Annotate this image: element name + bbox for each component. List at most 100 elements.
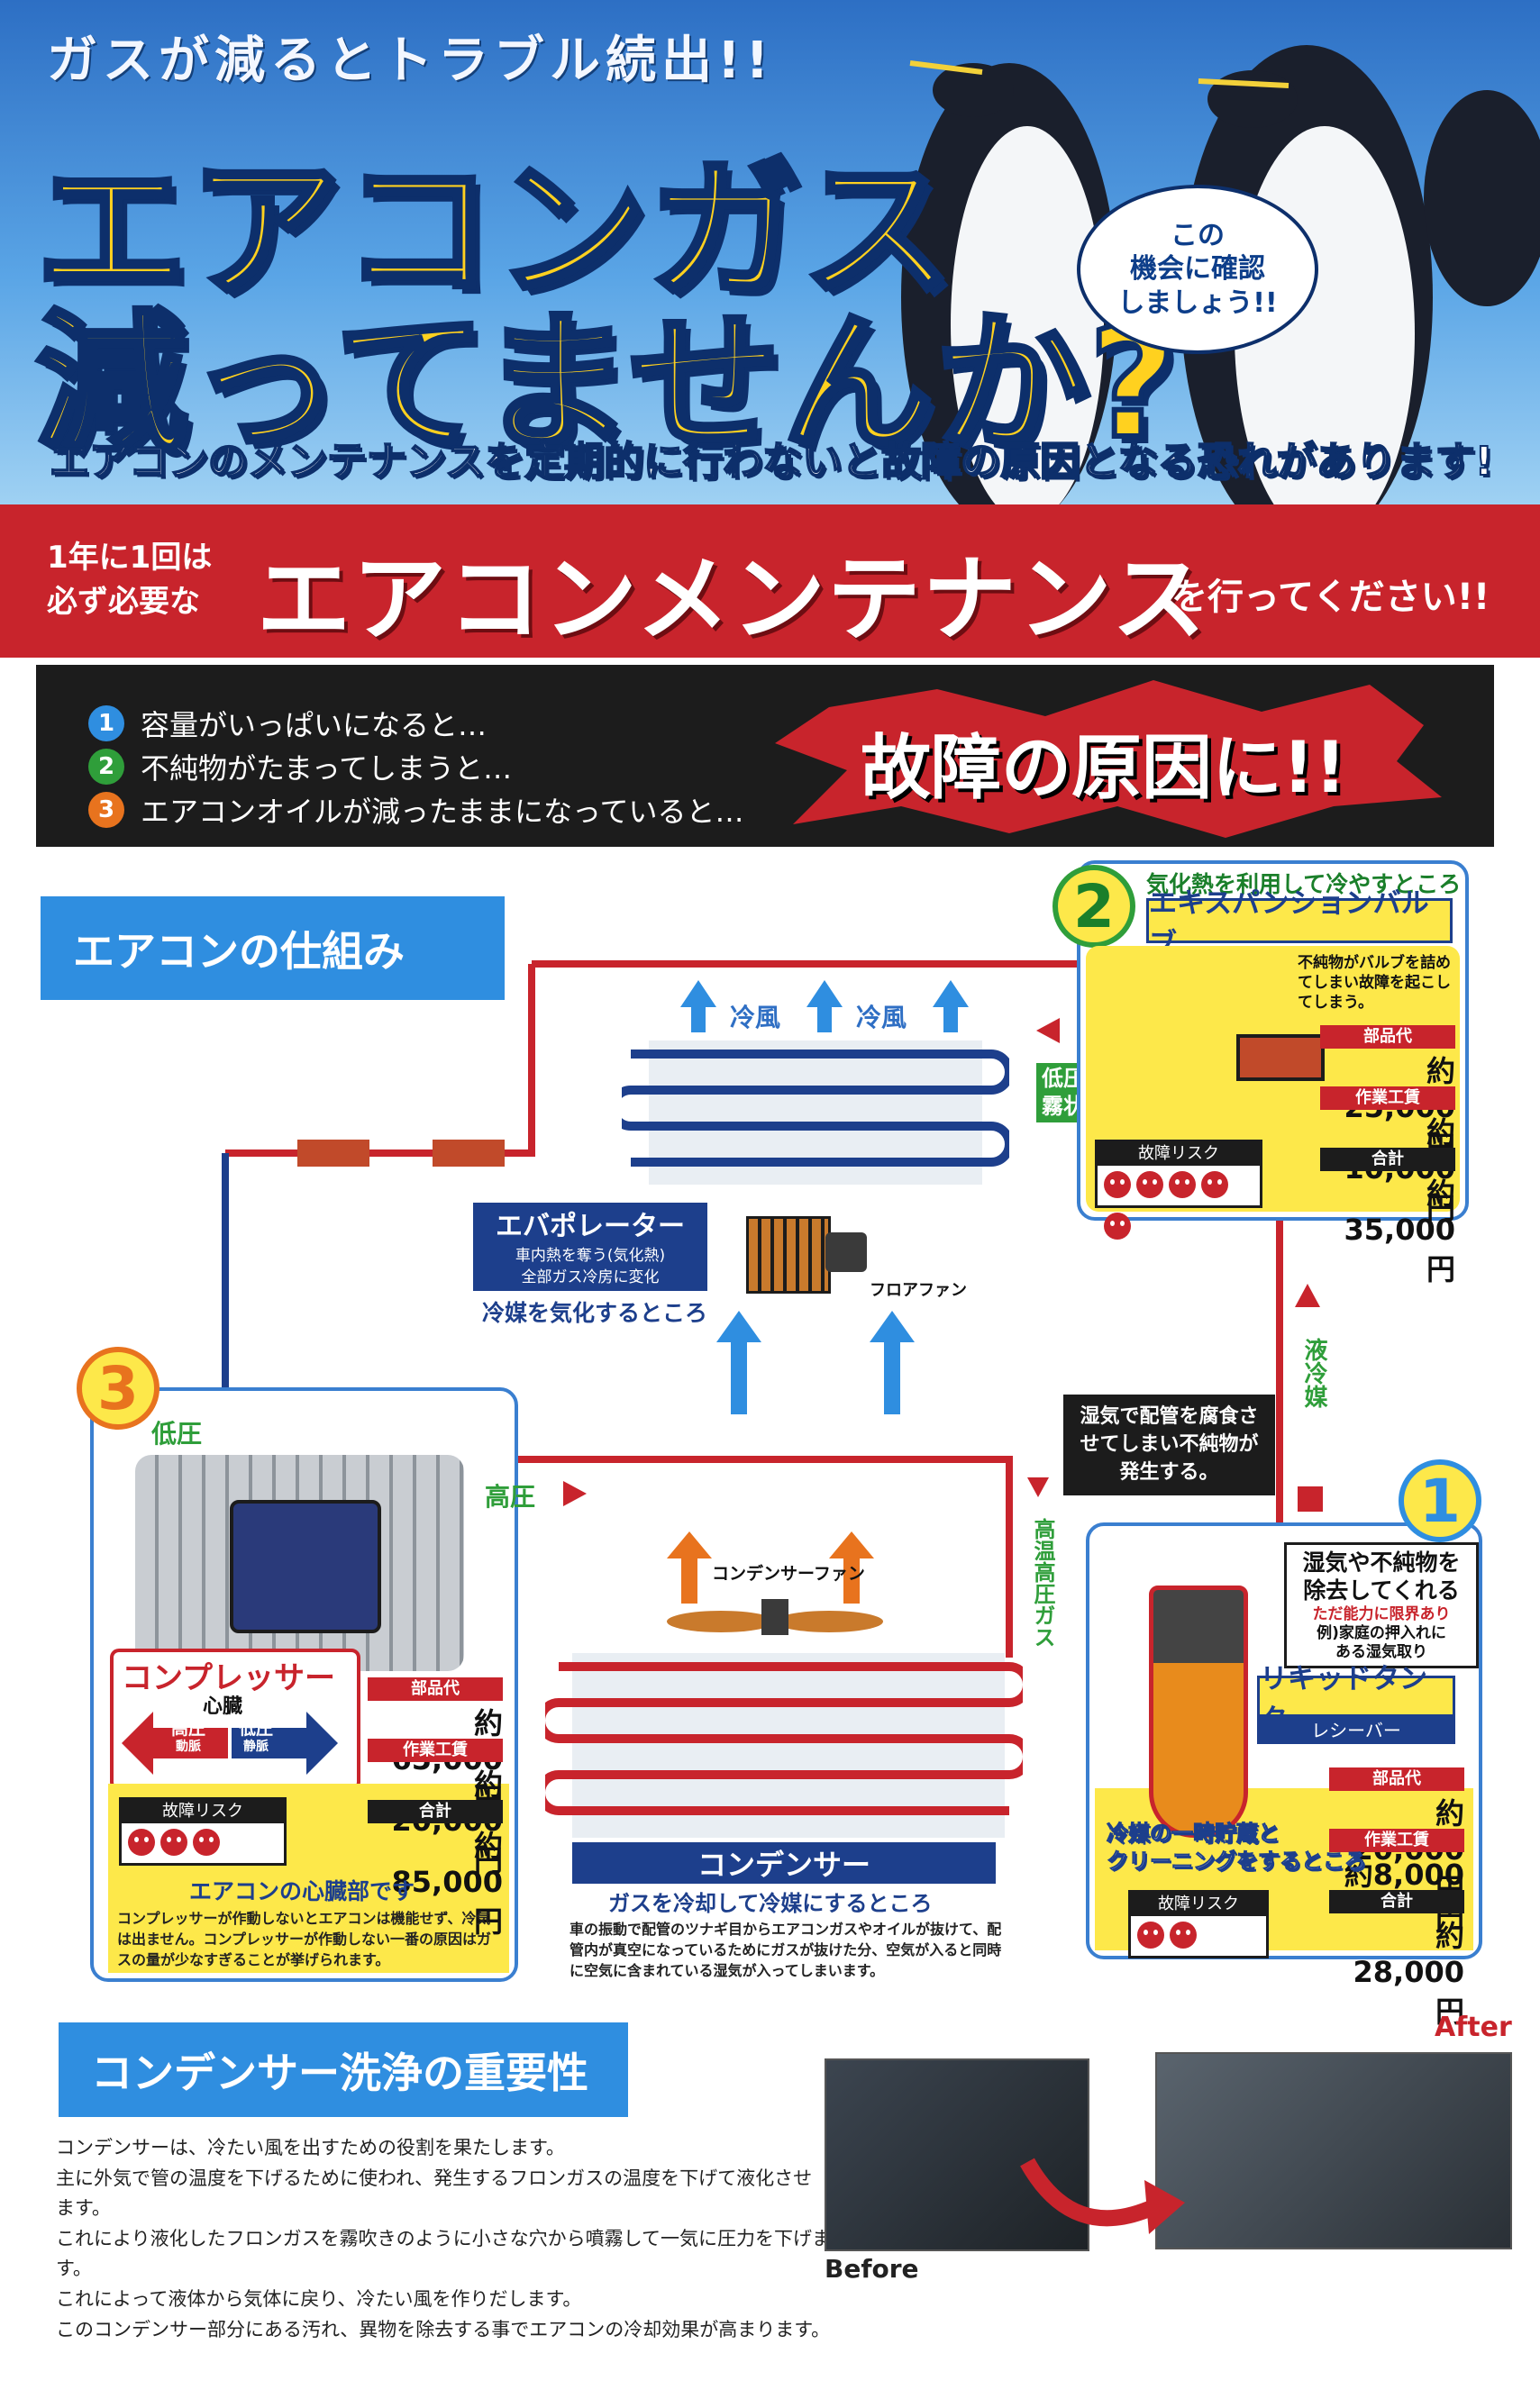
expansion-valve-header: 気化熱を利用して冷やすところ (1146, 871, 1462, 897)
compressor-risk: 故障リスク (119, 1797, 287, 1866)
liquid-tank-risk-skulls (1131, 1916, 1266, 1958)
condenser-name: コンデンサー (572, 1842, 996, 1884)
before-photo (825, 2058, 1089, 2251)
skull-icon (1136, 1171, 1163, 1198)
cold-air-label-2: 冷風 (856, 1003, 907, 1032)
cleaning-line-3: これにより液化したフロンガスを霧吹きのように小さな穴から噴霧して一気に圧力を下げ… (56, 2227, 831, 2280)
cause-text-2: 不純物がたまってしまうと… (141, 751, 513, 786)
header-subtitle: エアコンのメンテナンスを定期的に行わないと故障の原因となる恐れがあります! (49, 438, 1494, 486)
skull-icon (1170, 1922, 1197, 1949)
expansion-valve-risk: 故障リスク (1095, 1140, 1262, 1240)
diagram-section-title: エアコンの仕組み (41, 896, 505, 1000)
liquid-tank-note-line2: 除去してくれる (1303, 1577, 1460, 1604)
flow-arrow-down (1027, 1477, 1049, 1497)
maintenance-band (0, 504, 1540, 658)
expansion-valve-risk-label: 故障リスク (1098, 1142, 1260, 1166)
cause-text-1: 容量がいっぱいになると… (141, 708, 488, 742)
compressor-risk-label: 故障リスク (122, 1800, 284, 1823)
before-label: Before (825, 2254, 919, 2284)
expansion-valve-labor-label: 作業工賃 (1320, 1086, 1455, 1110)
skull-icon (1104, 1171, 1131, 1198)
liquid-tank-labor-label: 作業工賃 (1329, 1829, 1464, 1852)
flow-arrow-left (1036, 1018, 1060, 1043)
compressor-body (230, 1500, 381, 1633)
compressor-low: 低圧 静脈 (239, 1719, 273, 1755)
maintenance-band-title: エアコンメンテナンス (257, 544, 1207, 654)
evaporator-desc-line2: 全部ガス冷房に変化 (521, 1268, 660, 1286)
liquid-tank-sub: レシーバー (1257, 1717, 1455, 1744)
liquid-tank-icon (1149, 1586, 1248, 1838)
liquid-tank-total-label: 合計 (1329, 1890, 1464, 1913)
pressure-arrows (122, 1712, 338, 1775)
expansion-valve-parts-label: 部品代 (1320, 1025, 1455, 1049)
evaporator-caption: 冷媒を気化するところ (482, 1300, 708, 1326)
high-temp-gas-label: 高温高圧ガス (1030, 1518, 1055, 1648)
compressor-name: コンプレッサー (122, 1660, 335, 1696)
failure-cause-title: 故障の原因に!! (861, 728, 1347, 809)
expansion-valve-desc: 不純物がバルブを詰めてしまい故障を起こしてしまう。 (1298, 954, 1451, 1013)
compressor-high: 高圧 動脈 (171, 1719, 205, 1755)
cause-item-1: 1 容量がいっぱいになると… (88, 703, 487, 744)
skull-icon (128, 1829, 155, 1856)
cause-number-2: 2 (88, 749, 124, 785)
liquid-tank-note-line1: 湿気や不純物を (1302, 1549, 1461, 1576)
compressor-number: 3 (77, 1347, 159, 1430)
liquid-tank-risk: 故障リスク (1128, 1890, 1269, 1958)
flow-arrow-right (563, 1481, 587, 1506)
cause-item-3: 3 エアコンオイルが減ったままになっていると… (88, 789, 743, 831)
expansion-valve-number: 2 (1052, 865, 1135, 948)
compressor-high-sub: 動脈 (176, 1739, 201, 1754)
liquid-refrigerant-label: 液冷媒 (1300, 1338, 1327, 1408)
compressor-total-label: 合計 (368, 1800, 503, 1823)
header-banner: ガスが減るとトラブル続出!! エアコンガス 減ってませんか? この 機会に確認 … (0, 0, 1540, 504)
cleaning-text: コンデンサーは、冷たい風を出すための役割を果たします。 主に外気で管の温度を下げ… (56, 2133, 831, 2345)
expansion-valve-risk-skulls (1098, 1166, 1260, 1249)
floor-fan-label: フロアファン (870, 1281, 967, 1300)
cleaning-line-1: コンデンサーは、冷たい風を出すための役割を果たします。 (56, 2137, 565, 2158)
liquid-tank-risk-label: 故障リスク (1131, 1893, 1266, 1916)
maintenance-band-small-line2: 必ず必要な (47, 584, 200, 621)
liquid-tank-caption-line2: クリーニングをするところ (1107, 1849, 1367, 1875)
warm-air-arrows (716, 1311, 915, 1414)
compressor-low-text: 低圧 (239, 1719, 274, 1739)
cleaning-section-title: コンデンサー洗浄の重要性 (59, 2022, 628, 2117)
liquid-tank-total-price: 約28,000円 (1353, 1919, 1464, 2029)
evaporator-desc: 車内熱を奪う(気化熱) 全部ガス冷房に変化 (473, 1244, 707, 1291)
compressor-risk-skulls (122, 1823, 284, 1865)
skull-icon (160, 1829, 187, 1856)
expansion-valve-name: エキスパンションバルブ (1146, 887, 1453, 960)
header-title-line1: エアコンガス (33, 140, 956, 322)
floor-fan-icon (746, 1216, 831, 1294)
evaporator-name: エバポレーター (473, 1203, 707, 1244)
maintenance-band-tail: を行ってください!! (1171, 577, 1490, 618)
compressor-low-sub: 静脈 (243, 1739, 269, 1754)
evaporator-desc-line1: 車内熱を奪う(気化熱) (515, 1247, 666, 1265)
condenser-caption: ガスを冷却して冷媒にするところ (608, 1891, 933, 1916)
cleaning-line-2: 主に外気で管の温度を下げるために使われ、発生するフロンガスの温度を下げて液化させ… (56, 2167, 813, 2220)
liquid-tank-note-example2: ある湿気取り (1335, 1643, 1427, 1661)
compressor-labor-label: 作業工賃 (368, 1739, 503, 1762)
after-label: After (1435, 2012, 1512, 2043)
expansion-valve-icon (1236, 1034, 1325, 1081)
skull-icon (1169, 1171, 1196, 1198)
condenser-fan-icon (667, 1599, 883, 1635)
expansion-valve-total-price: 約35,000円 (1344, 1177, 1455, 1286)
fan-motor-icon (825, 1232, 867, 1272)
corrosion-note: 湿気で配管を腐食させてしまい不純物が発生する。 (1063, 1395, 1275, 1496)
burst-shape (775, 680, 1442, 838)
header-title-line2: 減ってませんか? (33, 293, 1180, 475)
high-pressure-label: 高圧 (485, 1482, 536, 1512)
maintenance-band-small-line1: 1年に1回は (47, 540, 213, 576)
liquid-tank-caption-line1: 冷媒の一時貯蔵と (1107, 1820, 1280, 1846)
maintenance-band-small: 1年に1回は 必ず必要な (47, 536, 212, 625)
compressor-parts-label: 部品代 (368, 1677, 503, 1701)
liquid-tank-parts-label: 部品代 (1329, 1767, 1464, 1791)
expansion-valve-total-label: 合計 (1320, 1148, 1455, 1171)
cleaning-line-5: このコンデンサー部分にある汚れ、異物を除去する事でエアコンの冷却効果が高まります… (56, 2318, 831, 2340)
cleaning-line-4: これによって液体から気体に戻り、冷たい風を作りだします。 (56, 2287, 582, 2310)
liquid-tank-note: 湿気や不純物を 除去してくれる ただ能力に限界あり 例)家庭の押入れに ある湿気… (1284, 1542, 1479, 1669)
header-top-text: ガスが減るとトラブル続出!! (47, 32, 775, 90)
condenser-fan-arrows (667, 1531, 874, 1604)
compressor-heart: 心臓 (203, 1695, 243, 1718)
skull-icon (1104, 1213, 1131, 1240)
